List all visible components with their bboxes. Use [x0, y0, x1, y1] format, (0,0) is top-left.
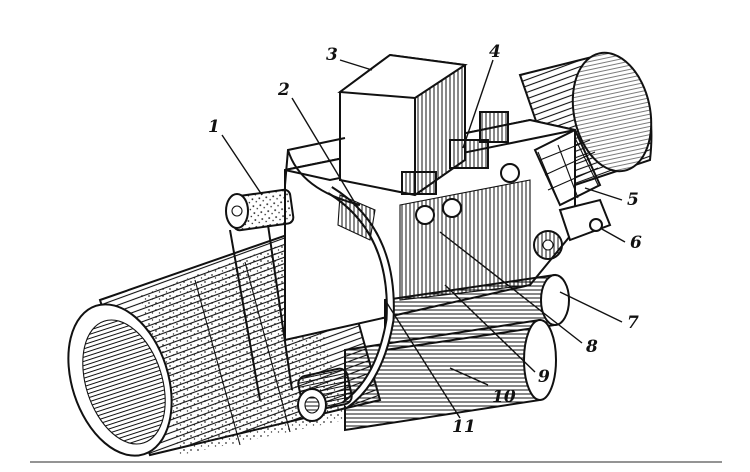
frame-sockets: [415, 163, 520, 225]
callout-labels: 1 2 3 4 5 6 7 8 9 10 11: [208, 42, 642, 437]
callout-5: 5: [627, 190, 639, 210]
truss-bracket: [533, 128, 602, 207]
callout-10: 10: [492, 387, 516, 407]
callout-3: 3: [326, 45, 338, 65]
callout-7: 7: [627, 313, 639, 333]
callout-4: 4: [489, 42, 501, 62]
callout-11: 11: [452, 417, 476, 437]
bottom-small-roller: [297, 367, 353, 422]
clamp-screw: [533, 198, 612, 260]
callout-9: 9: [538, 367, 550, 387]
wire-guide: [284, 137, 376, 241]
small-blocks: [401, 111, 509, 195]
leader-lines: [221, 59, 626, 419]
pipe-open-end: [67, 303, 173, 457]
callout-6: 6: [630, 233, 642, 253]
callout-1: 1: [208, 117, 220, 137]
side-roller-handle: [225, 188, 295, 401]
callout-8: 8: [585, 337, 598, 357]
callout-2: 2: [277, 80, 290, 100]
roller-lower: [344, 318, 557, 432]
